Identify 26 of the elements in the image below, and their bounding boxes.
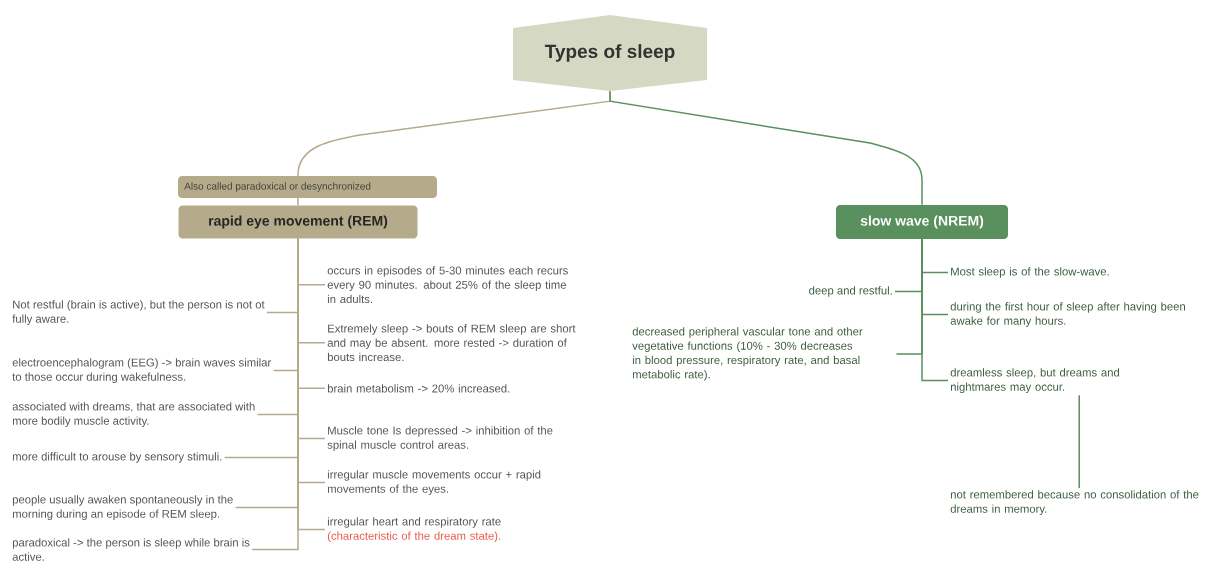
note-text: associated with dreams, that are associated with more bodily muscle activity. — [12, 402, 255, 428]
note-text: Most sleep is of the slow-wave. — [951, 267, 1109, 278]
note-text: more difficult to arouse by sensory stimuli. — [12, 452, 222, 463]
note-text: irregular heart and respiratory rate (characteristic of the dream state). — [327, 517, 501, 543]
note-text: during the first hour of sleep after having been awake for many hours. — [950, 302, 1185, 328]
root-hexagon: Types of sleep — [513, 15, 707, 91]
note-text: not remembered because no consolidation of the dreams in memory. — [950, 490, 1199, 516]
connector-line — [251, 237, 299, 551]
note-text: Muscle tone Is depressed -> inhibition of the spinal muscle control areas. — [327, 426, 553, 452]
note-text: Not restful (brain is active), but the person is not ot fully aware. — [12, 300, 265, 326]
connector-line — [921, 238, 949, 382]
note-text: people usually awaken spontaneously in the morning during an episode of REM sleep. — [12, 495, 233, 521]
note-text: paradoxical -> the person is sleep while brain is active. — [12, 538, 250, 561]
branch-box: slow wave (NREM) — [836, 205, 1008, 239]
callout-box: Also called paradoxical or desynchronized — [178, 176, 437, 198]
connector-line — [609, 90, 923, 206]
note-text: deep and restful. — [809, 286, 892, 297]
note-text: dreamless sleep, but dreams and nightmares may occur. — [950, 368, 1120, 394]
note-text: irregular muscle movements occur + rapid movements of the eyes. — [327, 470, 541, 496]
note-text: decreased peripheral vascular tone and other vegetative functions (10% - 30% decreases in blood pressure, respiratory rate, and basal metabolic rate). — [632, 327, 863, 381]
note-text: brain metabolism -> 20% increased. — [327, 384, 510, 393]
branch-box: rapid eye movement (REM) — [178, 205, 418, 239]
connector-line — [1078, 394, 1080, 489]
note-text: electroencephalogram (EEG) -> brain waves similar to those occur during wakefulness. — [12, 358, 272, 384]
note-text: Extremely sleep -> bouts of REM sleep are short and may be absent. more rested -> duration of bouts increase. — [327, 324, 576, 362]
note-text: occurs in episodes of 5-30 minutes each recurs every 90 minutes. about 25% of the sleep time in adults. — [327, 266, 568, 304]
